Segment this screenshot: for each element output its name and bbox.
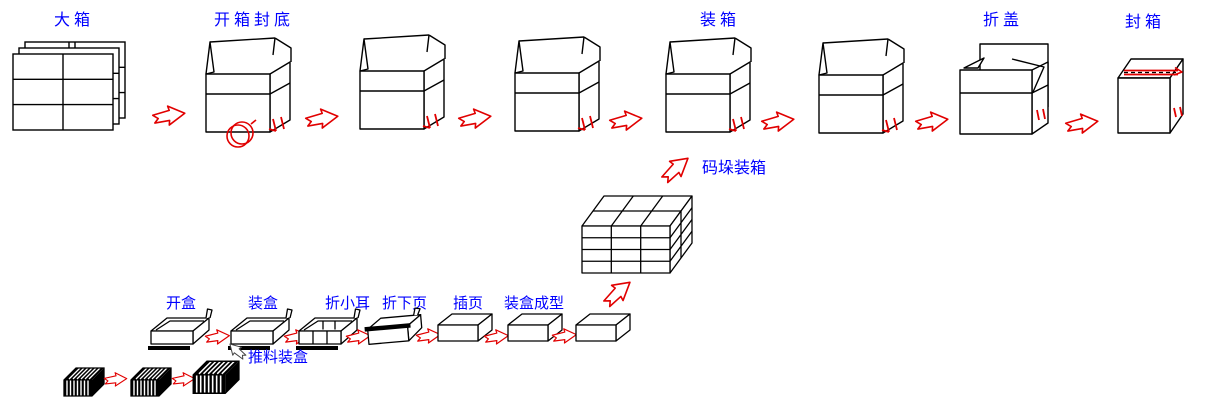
stage-label-insert-leaflet: 插页 bbox=[453, 295, 484, 312]
stage-label-fold-small-ear: 折小耳 bbox=[325, 295, 371, 312]
stage-label-open-carton: 开盒 bbox=[166, 295, 197, 312]
sealed-case-illustration bbox=[1117, 58, 1184, 134]
flow-arrow-icon bbox=[103, 371, 128, 388]
stage-label-fill-carton: 装盒 bbox=[248, 295, 279, 312]
flow-arrow-icon bbox=[303, 106, 340, 131]
material-bundle-illustration bbox=[63, 367, 105, 397]
flow-arrow-icon bbox=[150, 103, 187, 128]
stage-label-fold-lower-flap: 折下页 bbox=[382, 295, 428, 312]
stage-label-big-box: 大箱 bbox=[54, 12, 95, 29]
open-case-illustration bbox=[514, 36, 601, 132]
flow-arrow-icon bbox=[759, 109, 796, 134]
diagonal-arrow-icon bbox=[598, 274, 637, 311]
stage-label-pack-box: 装箱 bbox=[700, 12, 741, 29]
material-bundle-illustration bbox=[192, 360, 240, 394]
diagonal-arrow-icon bbox=[656, 150, 695, 187]
tape-roll-icon bbox=[226, 119, 257, 148]
pallet-stack-illustration bbox=[581, 195, 693, 274]
material-bundle-illustration bbox=[130, 367, 172, 397]
flow-arrow-icon bbox=[1063, 111, 1100, 136]
stage-label-carton-formed: 装盒成型 bbox=[504, 295, 565, 312]
stage-label-palletize: 码垛装箱 bbox=[702, 160, 767, 177]
stage-label-seal-box: 封箱 bbox=[1125, 14, 1166, 31]
flat-cases-stack-illustration bbox=[12, 41, 126, 131]
stage-label-fold-cover: 折盖 bbox=[983, 12, 1024, 29]
open-case-illustration bbox=[818, 38, 905, 134]
pack-case-illustration bbox=[665, 37, 752, 133]
stage-label-open-box-seal-bottom: 开箱封底 bbox=[214, 12, 295, 29]
flow-arrow-icon bbox=[913, 109, 950, 134]
stage-label-push-feed: 推料装盒 bbox=[248, 349, 309, 366]
open-case-illustration bbox=[359, 34, 446, 130]
finished-carton-illustration bbox=[575, 313, 631, 342]
flow-arrow-icon bbox=[456, 106, 493, 131]
fold-cover-case-illustration bbox=[959, 43, 1049, 135]
flow-arrow-icon bbox=[607, 108, 644, 133]
